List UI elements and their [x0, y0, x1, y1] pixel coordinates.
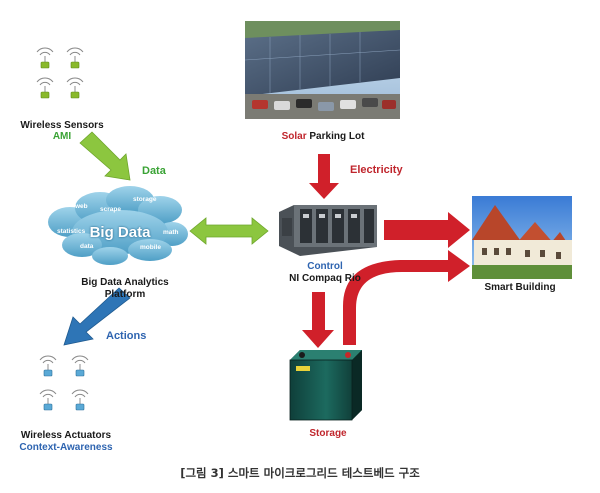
cloud-word-math: math — [163, 229, 179, 236]
electricity-arrow-control-to-storage — [302, 292, 334, 348]
solar-parking-lot-image — [244, 21, 401, 119]
cloud-word-mobile: mobile — [140, 244, 161, 251]
big-data-cloud-icon — [48, 186, 188, 265]
wireless-sensors-sub: AMI — [52, 131, 72, 142]
cloud-word-scrape: scrape — [100, 206, 121, 213]
big-data-cloud-title: Big Data — [89, 224, 151, 241]
ni-compaq-rio-device — [279, 205, 377, 256]
storage-label: Storage — [309, 428, 347, 439]
wireless-actuators-label: Wireless Actuators Context-Awareness — [19, 430, 112, 454]
data-flow-label: Data — [142, 165, 166, 177]
wireless-actuators-name: Wireless Actuators — [20, 430, 112, 441]
big-data-platform-line2: Platform — [104, 289, 146, 300]
cloud-word-storage: storage — [133, 196, 157, 203]
electricity-flow-label: Electricity — [350, 164, 403, 176]
cloud-word-web: web — [75, 203, 88, 210]
smart-building-label: Smart Building — [484, 282, 556, 293]
electricity-arrow-storage-to-building — [343, 250, 470, 345]
wireless-sensors-name: Wireless Sensors — [20, 120, 104, 131]
electricity-arrow-solar-to-control — [309, 154, 339, 199]
bidirectional-data-arrow — [189, 217, 269, 245]
actions-flow-arrow — [63, 287, 131, 346]
big-data-platform-label: Big Data Analytics Platform — [81, 277, 168, 301]
data-flow-arrow — [79, 131, 131, 181]
parking-lot-words: Parking Lot — [306, 131, 365, 142]
control-device-name: NI Compaq Rio — [289, 273, 361, 284]
actions-flow-label: Actions — [106, 330, 147, 342]
control-title: Control — [307, 261, 343, 272]
wireless-actuators-sub: Context-Awareness — [19, 442, 113, 453]
wireless-sensors-icon — [36, 47, 84, 99]
storage-battery-icon — [289, 350, 362, 421]
smart-building-image — [472, 196, 572, 279]
big-data-platform-line1: Big Data Analytics — [81, 277, 169, 288]
cloud-word-statistics: statistics — [57, 228, 86, 235]
cloud-word-data: data — [80, 243, 94, 250]
figure-caption: [그림 3] 스마트 마이크로그리드 테스트베드 구조 — [180, 466, 420, 480]
wireless-sensors-label: Wireless Sensors AMI — [20, 120, 103, 142]
wireless-actuators-icon — [39, 355, 89, 411]
solar-word: Solar — [281, 131, 307, 142]
control-label: Control NI Compaq Rio — [289, 261, 361, 285]
electricity-arrow-control-to-building — [384, 212, 470, 248]
solar-parking-lot-label: Solar Parking Lot — [282, 131, 365, 142]
